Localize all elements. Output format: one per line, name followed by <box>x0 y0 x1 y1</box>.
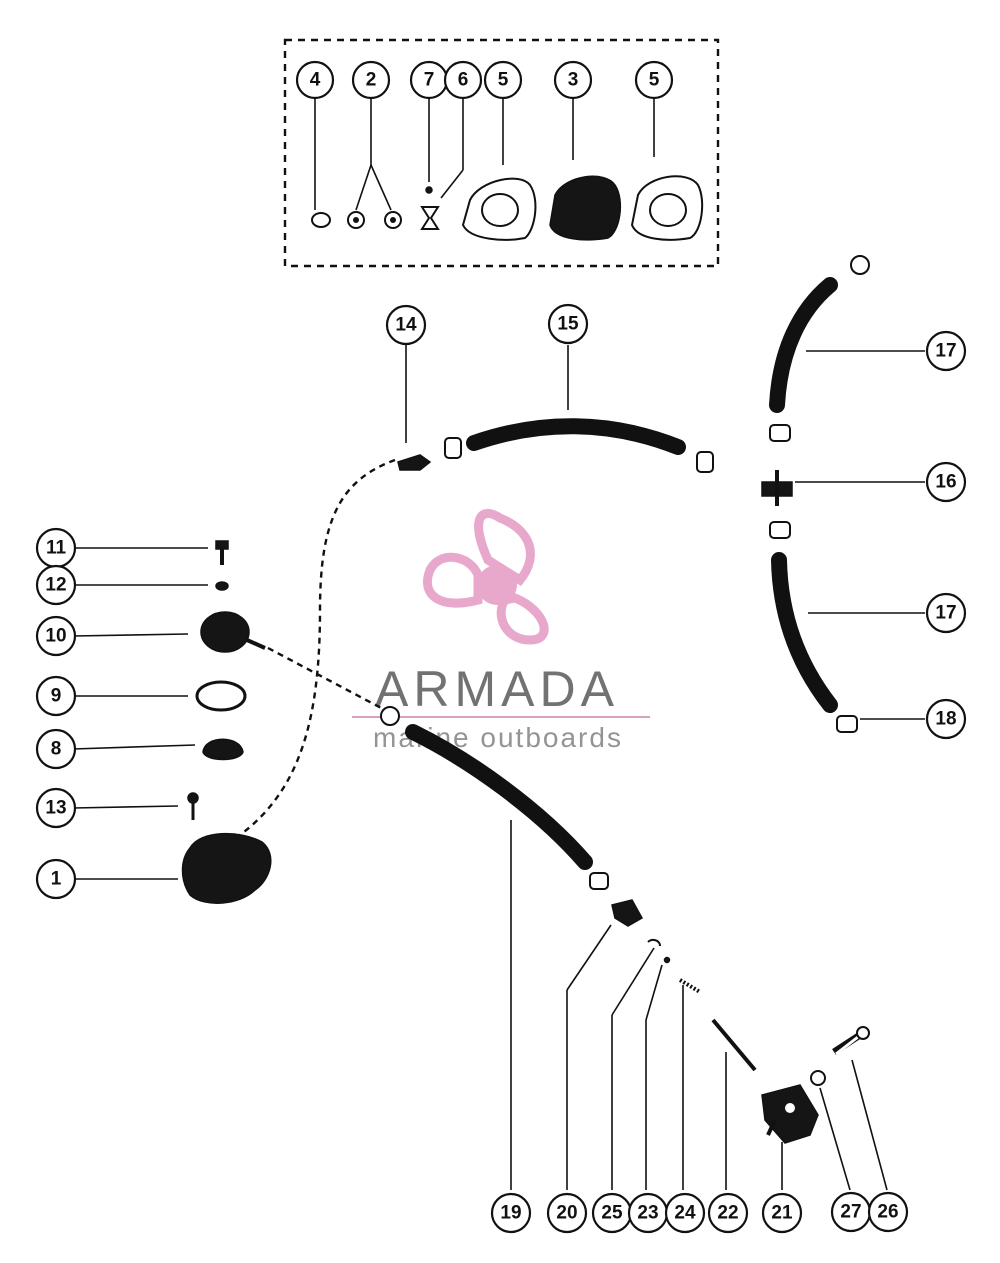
svg-text:25: 25 <box>601 1203 623 1224</box>
svg-text:26: 26 <box>877 1202 898 1223</box>
callout-19: 19 <box>490 1192 532 1234</box>
callout-6: 6 <box>443 60 483 100</box>
callout-12: 12 <box>35 564 77 606</box>
callout-17: 17 <box>925 330 967 372</box>
callout-10: 10 <box>35 615 77 657</box>
repair-kit-box <box>283 38 720 268</box>
svg-text:11: 11 <box>46 538 67 559</box>
svg-text:18: 18 <box>935 709 956 730</box>
part-21-valve-body <box>761 1084 819 1144</box>
svg-text:17: 17 <box>935 603 956 624</box>
svg-text:8: 8 <box>51 739 62 760</box>
callout-1: 1 <box>35 858 77 900</box>
svg-text:23: 23 <box>637 1203 658 1224</box>
part-22-needle <box>711 1018 757 1072</box>
part-clamp-lower <box>769 521 791 539</box>
part-nut-top <box>850 255 870 275</box>
callout-18: 18 <box>925 698 967 740</box>
part-4-ring <box>311 212 331 228</box>
svg-text:6: 6 <box>458 70 469 91</box>
svg-text:24: 24 <box>674 1203 696 1224</box>
svg-text:27: 27 <box>840 1202 861 1223</box>
callout-22: 22 <box>707 1192 749 1234</box>
part-17-hose-lower <box>771 552 838 713</box>
callout-16: 16 <box>925 461 967 503</box>
callout-26: 26 <box>867 1191 909 1233</box>
callout-13: 13 <box>35 787 77 829</box>
callout-24: 24 <box>664 1192 706 1234</box>
svg-text:14: 14 <box>395 315 417 336</box>
part-14-connector <box>397 454 432 471</box>
dashed-path-cap-to-fitting <box>267 646 386 712</box>
part-hose-clamp-14a <box>444 437 462 459</box>
callout-9: 9 <box>35 675 77 717</box>
part-fitting-nut <box>380 706 400 726</box>
callout-4: 4 <box>295 60 335 100</box>
svg-text:3: 3 <box>568 70 579 91</box>
part-20-connector <box>611 899 644 927</box>
svg-text:17: 17 <box>935 341 956 362</box>
part-25-clip <box>647 938 661 947</box>
part-17-hose-upper <box>769 277 838 413</box>
callout-7: 7 <box>409 60 449 100</box>
callout-21: 21 <box>761 1192 803 1234</box>
dashed-path-pump-to-14 <box>239 458 396 836</box>
callout-3: 3 <box>553 60 593 100</box>
part-10-filter-cap <box>200 611 266 653</box>
part-26-bolt <box>832 1026 870 1056</box>
svg-text:20: 20 <box>556 1203 577 1224</box>
propeller-icon <box>423 509 549 645</box>
svg-text:22: 22 <box>717 1203 738 1224</box>
svg-text:5: 5 <box>649 70 660 91</box>
part-2-valves <box>347 211 402 229</box>
part-15-fuel-hose <box>466 418 686 455</box>
part-1-fuel-pump-body <box>181 832 272 904</box>
callout-5: 5 <box>483 60 523 100</box>
part-13-screw <box>187 792 199 820</box>
part-9-o-ring <box>195 680 247 712</box>
svg-text:5: 5 <box>498 70 509 91</box>
svg-text:9: 9 <box>51 686 62 707</box>
part-11-screw <box>215 540 229 565</box>
part-18-clamp <box>836 715 858 733</box>
svg-text:15: 15 <box>557 314 579 335</box>
callout-2: 2 <box>351 60 391 100</box>
part-hose-clamp-19 <box>589 872 609 890</box>
svg-text:10: 10 <box>45 626 66 647</box>
callout-11: 11 <box>35 527 77 569</box>
svg-text:12: 12 <box>45 575 66 596</box>
svg-text:2: 2 <box>366 70 377 91</box>
callout-27: 27 <box>830 1191 872 1233</box>
callout-15: 15 <box>547 303 589 345</box>
part-hose-clamp-15b <box>696 451 714 473</box>
callout-25: 25 <box>591 1192 633 1234</box>
callout-8: 8 <box>35 728 77 770</box>
callout-17: 17 <box>925 592 967 634</box>
svg-text:16: 16 <box>935 472 956 493</box>
part-27-washer <box>810 1070 826 1086</box>
svg-text:19: 19 <box>500 1203 521 1224</box>
svg-text:21: 21 <box>771 1203 793 1224</box>
svg-text:4: 4 <box>310 70 321 91</box>
callout-5: 5 <box>634 60 674 100</box>
svg-text:13: 13 <box>45 798 66 819</box>
callout-23: 23 <box>627 1192 669 1234</box>
part-7-pin <box>425 186 433 194</box>
part-8-filter-screen <box>202 738 244 761</box>
part-23-ball <box>663 956 671 964</box>
svg-text:7: 7 <box>424 70 435 91</box>
callout-14: 14 <box>385 304 427 346</box>
watermark-brand: ARMADA <box>375 661 619 717</box>
part-3-diaphragm <box>549 175 622 241</box>
part-12-washer <box>215 581 229 591</box>
callout-20: 20 <box>546 1192 588 1234</box>
part-clamp-upper <box>769 424 791 442</box>
svg-text:1: 1 <box>51 869 62 890</box>
part-19-fuel-hose <box>405 724 593 870</box>
part-6-retainer <box>420 206 440 230</box>
